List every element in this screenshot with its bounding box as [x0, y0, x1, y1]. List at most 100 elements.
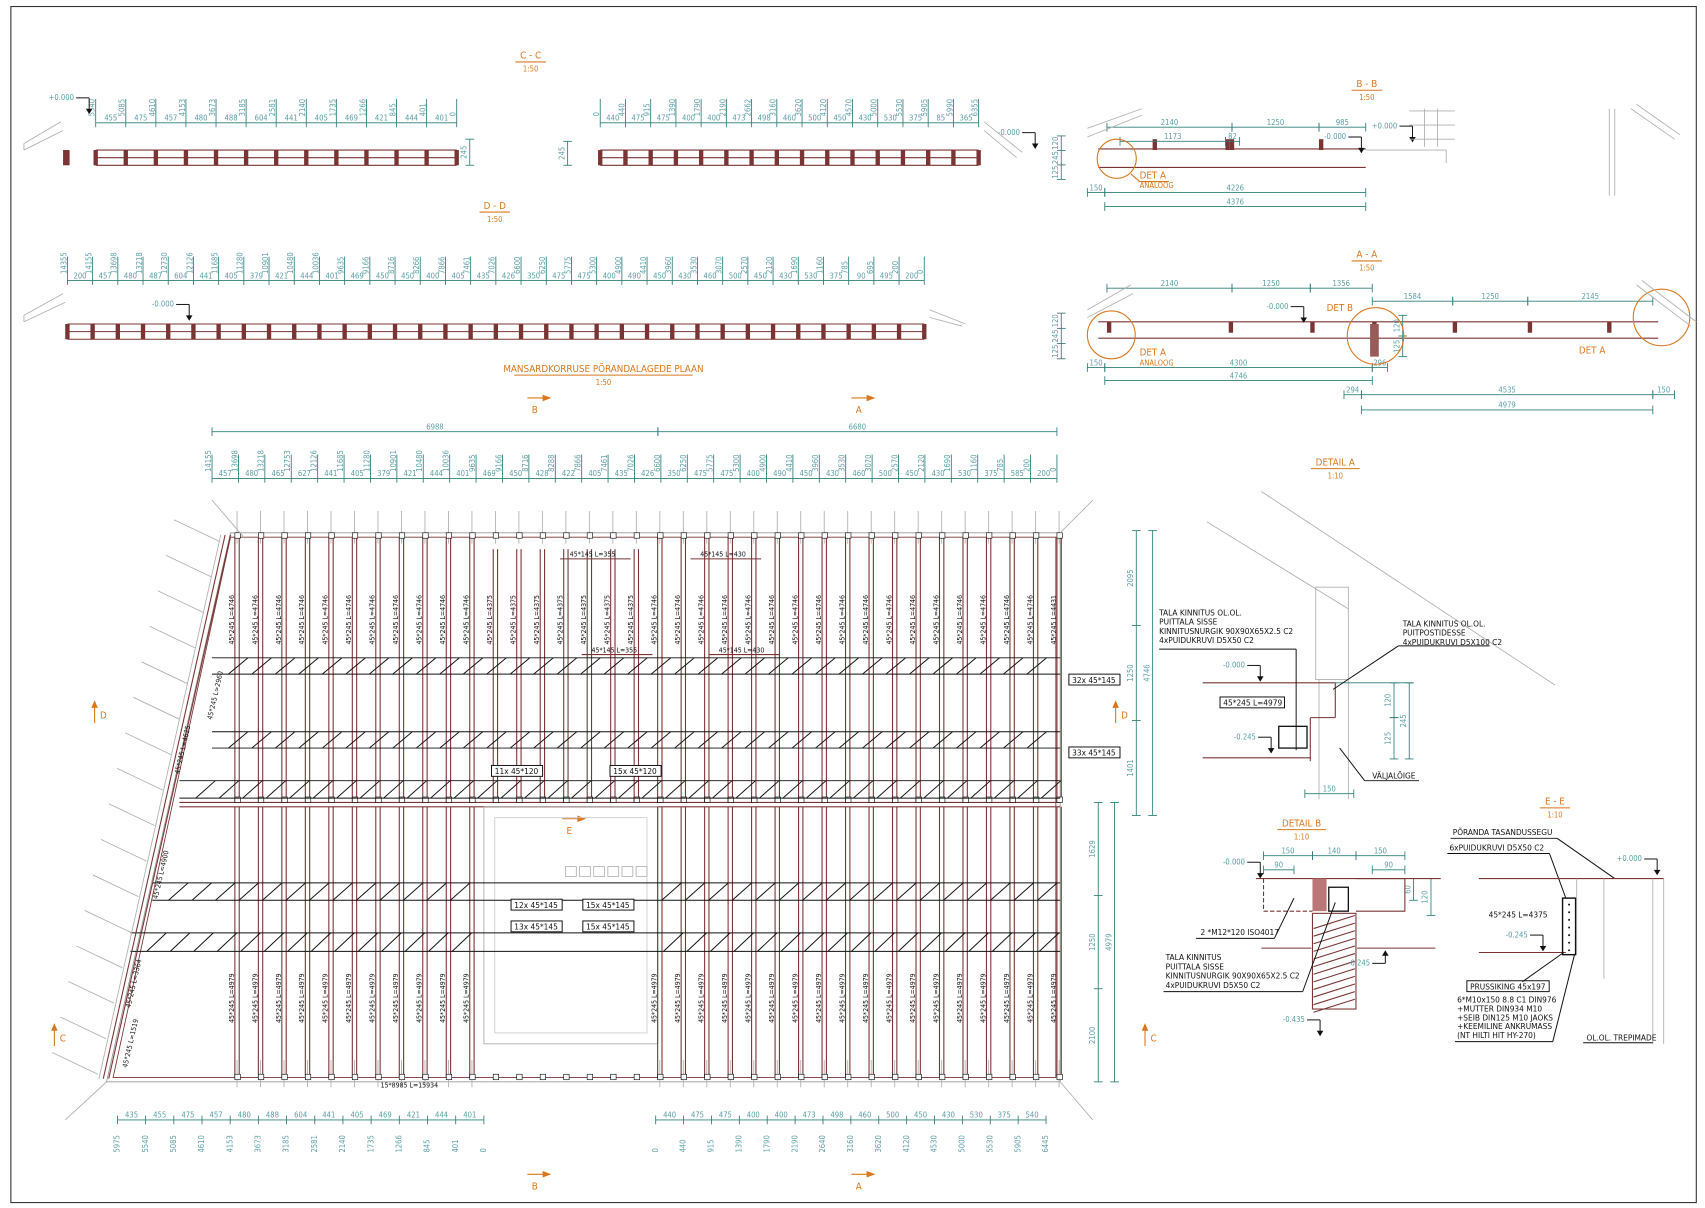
blocking-piece [919, 882, 941, 901]
plan-bottom-cumulative: 3673 [254, 1135, 263, 1152]
blocking-piece [571, 780, 592, 799]
bb-total-value: 4376 [1227, 197, 1244, 206]
cc-left-joist-section [213, 150, 219, 166]
trimmer-label: 45*145 L=355 [592, 646, 638, 654]
dd-segment: 375 [830, 271, 843, 280]
lower-joist-label: 45*245 L=4979 [721, 973, 729, 1023]
cc-left-joist-section [334, 150, 339, 166]
dd-cumulative: 6250 [538, 257, 547, 274]
blocking-piece [533, 731, 554, 749]
blocking-piece [1003, 657, 1024, 675]
blocking-piece [547, 780, 568, 799]
blocking-label-box [582, 898, 635, 911]
dd-joist-section [468, 324, 473, 340]
dd-joist-section [644, 324, 650, 340]
detail-b-dim-value: 140 [1328, 847, 1341, 856]
plan-top-segment: 465 [272, 469, 285, 478]
blocking-piece [697, 657, 718, 675]
cc-left-cumulative: 5540 [88, 99, 97, 116]
blocking-piece [825, 882, 847, 901]
hanger-icon [305, 796, 312, 803]
blocking-piece [453, 780, 474, 799]
section-a-bottom-marker-letter: A [856, 1182, 862, 1193]
stair-tread [621, 866, 634, 877]
blocking-piece [744, 731, 765, 749]
dd-cumulative: 7461 [463, 257, 472, 274]
blocking-piece [898, 932, 919, 952]
dd-joist-section [292, 324, 297, 340]
blocking-piece [979, 657, 1000, 675]
blocking-label: 32x 45*145 [1072, 675, 1116, 685]
level-arrow-icon [1539, 945, 1547, 952]
aa-detail-a2-callout [1632, 288, 1691, 347]
cc-right-joist-section [698, 150, 704, 166]
blocking-piece [829, 780, 850, 799]
stair-tread [565, 866, 577, 877]
plan-bottom-cumulative: 401 [451, 1139, 460, 1152]
blocking-piece [684, 882, 706, 901]
plan-bottom-cumulative: 2640 [818, 1135, 827, 1152]
bb-context [1087, 104, 1681, 196]
upper-joist-label: 45*245 L=4746 [345, 595, 353, 645]
cc-left-segment: 441 [285, 114, 298, 123]
hanger-icon [892, 532, 899, 539]
cc-right-cumulative: 1790 [693, 99, 702, 116]
blocking-piece [862, 657, 883, 675]
blocking-piece [827, 932, 848, 952]
dd-segment: 475 [552, 271, 565, 280]
dd-roof-context [23, 293, 966, 327]
hanger-icon [398, 1073, 406, 1081]
cc-right-joist-section [951, 150, 956, 166]
dd-segment: 450 [376, 271, 389, 280]
aa-dim-value: 1356 [1333, 279, 1350, 288]
cc-right-segment: 530 [884, 114, 897, 123]
blocking-piece [650, 731, 672, 749]
plan-bottom-left-segment: 444 [435, 1111, 448, 1120]
ee-anchor-note-line: +MUTTER DIN934 M10 [1457, 1003, 1542, 1013]
blocking-piece [309, 882, 330, 901]
cc-right-segment: 475 [657, 114, 670, 123]
aa-detail-note: ANALOOG [1140, 358, 1174, 367]
detail-a-top-level: -0.000 [1223, 661, 1245, 670]
lower-joist-label: 45*245 L=4979 [416, 973, 424, 1023]
dd-segment: 200 [905, 271, 918, 280]
roof-rafter [76, 945, 123, 969]
lower-joist-label: 45*245 L=4979 [979, 973, 987, 1023]
plan-top-segment: 405 [351, 469, 364, 478]
plan-bottom-cumulative: 5975 [113, 1135, 122, 1152]
detail-b-dim-value: 150 [1281, 847, 1294, 856]
detail-a-scale: 1:10 [1328, 471, 1343, 480]
upper-joist-label: 45*245 L=4746 [909, 595, 917, 645]
blocking-piece [862, 731, 883, 749]
aa-dim-value: 294 [1346, 386, 1359, 395]
aa-dim-value: 4300 [1230, 358, 1247, 367]
bb-dim-value: 150 [1090, 183, 1103, 192]
aa-dim-value: 150 [1090, 358, 1103, 367]
hanger-icon [727, 796, 734, 803]
lower-joist-label: 45*245 L=4979 [298, 973, 306, 1023]
hanger-icon [704, 532, 711, 539]
hanger-icon [258, 1073, 265, 1081]
upper-joist-label: 45*245 L=4746 [721, 595, 729, 645]
blocking-piece [791, 731, 812, 749]
hanger-icon [1009, 532, 1016, 539]
detail-a-beam-label-box [1219, 696, 1286, 709]
lower-joist-label: 45*245 L=4979 [838, 973, 846, 1023]
upper-joist-label: 45*245 L=4746 [251, 595, 259, 645]
hanger-icon [422, 532, 429, 539]
blocking-piece [195, 780, 216, 799]
cc-right-cumulative: 5530 [895, 99, 904, 116]
detail-b-hatch [1313, 922, 1356, 937]
aa-detail-ref-b: DET B [1327, 303, 1354, 314]
bb-detail-note: ANALOOG [1140, 181, 1174, 190]
blocking-piece [885, 731, 906, 749]
dd-joist-section [418, 324, 423, 340]
level-arrow-icon [85, 108, 93, 115]
dd-joist-section [90, 324, 95, 340]
hanger-icon [1033, 532, 1040, 539]
upper-joist-label: 45*245 L=4375 [486, 595, 494, 645]
hanger-icon [234, 1073, 241, 1081]
dd-joist-section [140, 324, 146, 340]
roof-rafter [116, 767, 164, 791]
cc-right-cumulative: 2662 [744, 99, 753, 116]
